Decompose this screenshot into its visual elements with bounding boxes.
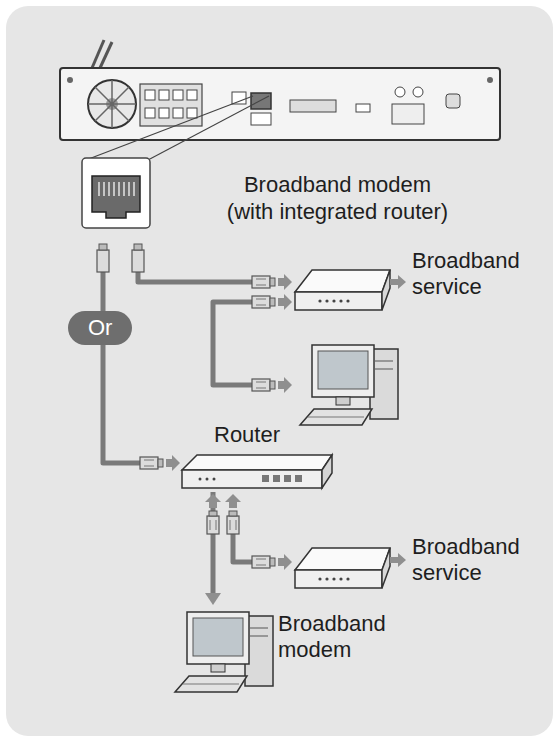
arrow-head — [205, 593, 221, 605]
service-label: Broadband service — [412, 534, 540, 587]
service-arrows — [390, 275, 406, 567]
computer — [300, 345, 398, 425]
home-theater-unit — [60, 40, 500, 140]
device-label: Broadband modem — [195, 172, 480, 198]
modem — [295, 548, 390, 588]
network-cable — [205, 492, 221, 605]
or-pill: Or — [68, 311, 132, 345]
computer — [175, 612, 273, 692]
node-label: Broadband modem — [278, 611, 400, 664]
service-label: Broadband service — [412, 248, 540, 301]
device-label: (with integrated router) — [195, 199, 480, 225]
node-label: Router — [214, 422, 324, 448]
router-node: Router — [178, 420, 333, 492]
cable-plugs — [97, 244, 292, 570]
modem-with-router — [295, 270, 390, 310]
panel-background — [6, 6, 553, 736]
alternative-label: Or — [88, 315, 112, 341]
router-device — [182, 455, 332, 488]
computer-node: Broadband modem — [160, 605, 404, 697]
